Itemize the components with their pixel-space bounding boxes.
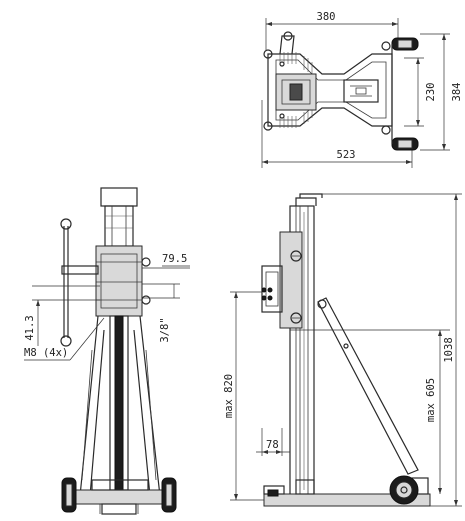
dim-front-height: 41.3 — [24, 315, 36, 340]
dim-side-total: 1038 — [443, 337, 455, 362]
dim-top-depth-outer: 384 — [451, 83, 463, 102]
top-view: 380 523 230 384 — [261, 11, 463, 168]
dim-front-offset: 79.5 — [162, 253, 187, 265]
dim-side-max-reach: max 605 — [425, 378, 437, 422]
dim-top-depth: 230 — [425, 83, 437, 102]
dim-top-overall: 523 — [337, 149, 356, 161]
dim-front-thread: 3/8" — [159, 317, 171, 342]
dim-side-max-stroke: max 820 — [223, 374, 235, 418]
dim-top-width: 380 — [317, 11, 336, 23]
dim-side-offset: 78 — [266, 439, 279, 451]
front-view: 79.5 3/8" 41.3 M8 (4x) — [24, 187, 190, 515]
side-view: 1038 max 820 max 605 78 — [223, 193, 462, 507]
label-front-screws: M8 (4x) — [24, 347, 68, 359]
